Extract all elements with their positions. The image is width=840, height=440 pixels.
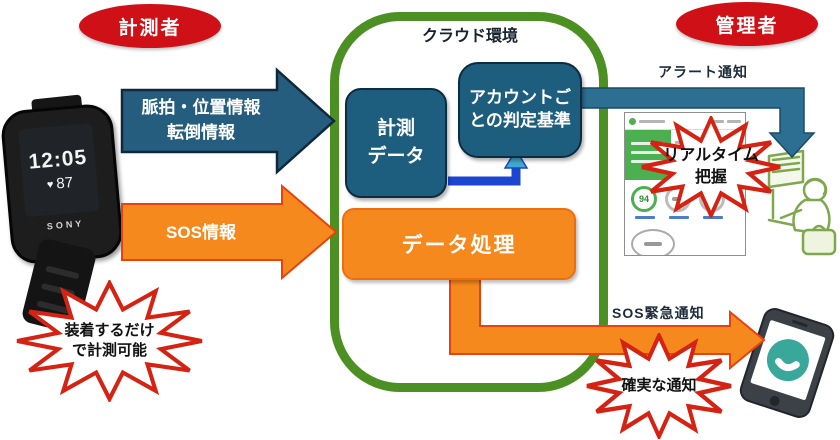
burst-reliable: 確実な通知 [583, 333, 735, 439]
watch-time: 12:05 [27, 145, 89, 174]
actor-badge-measurer: 計測者 [79, 4, 221, 48]
dashboard-score: 94 [638, 194, 649, 204]
smartwatch-illustration: 12:05 ♥ 87 SONY [0, 94, 125, 335]
watch-screen: 12:05 ♥ 87 [18, 123, 100, 218]
vitals-line1: 脈拍・位置情報 [141, 98, 261, 117]
box-processing: データ処理 [342, 208, 576, 280]
burst-realtime: リアルタイム 把握 [638, 116, 784, 218]
phone-screen [750, 319, 826, 401]
vitals-line2: 転倒情報 [167, 122, 235, 142]
phone-illustration [736, 304, 838, 422]
heart-icon: ♥ [46, 178, 54, 191]
burst-wear-label: 装着するだけ で計測可能 [64, 321, 155, 359]
actor-badge-manager: 管理者 [676, 2, 818, 46]
watch-brand: SONY [46, 218, 85, 232]
arrow-sos-notify-label: SOS緊急通知 [612, 305, 705, 321]
actor-measurer-label: 計測者 [118, 17, 182, 39]
admin-at-desk-illustration [767, 149, 837, 256]
watch-heart-rate: ♥ 87 [46, 174, 74, 193]
box-measure-data: 計測 データ [345, 88, 447, 198]
actor-manager-label: 管理者 [715, 15, 779, 37]
measure-data-line2: データ [367, 146, 425, 167]
burst-realtime-label: リアルタイム 把握 [663, 147, 759, 186]
cloud-title: クラウド環境 [421, 28, 518, 45]
measure-data-line1: 計測 [376, 118, 415, 140]
arrow-alert-label: アラート通知 [658, 64, 748, 80]
heart-rate-value: 87 [55, 174, 74, 193]
phone-call-icon [761, 333, 815, 387]
arrow-vitals-label: 脈拍・位置情報 転倒情報 [126, 96, 276, 145]
arrow-sos-label: SOS情報 [166, 223, 236, 242]
dashboard-score-circle: 94 [631, 186, 657, 212]
dashboard-logo-icon [629, 117, 636, 125]
watch-body: 12:05 ♥ 87 SONY [0, 102, 125, 266]
burst-reliable-label: 確実な通知 [621, 376, 697, 394]
box-criteria: アカウントごとの判定基準 [458, 62, 582, 158]
burst-wear: 装着するだけ で計測可能 [12, 280, 207, 402]
